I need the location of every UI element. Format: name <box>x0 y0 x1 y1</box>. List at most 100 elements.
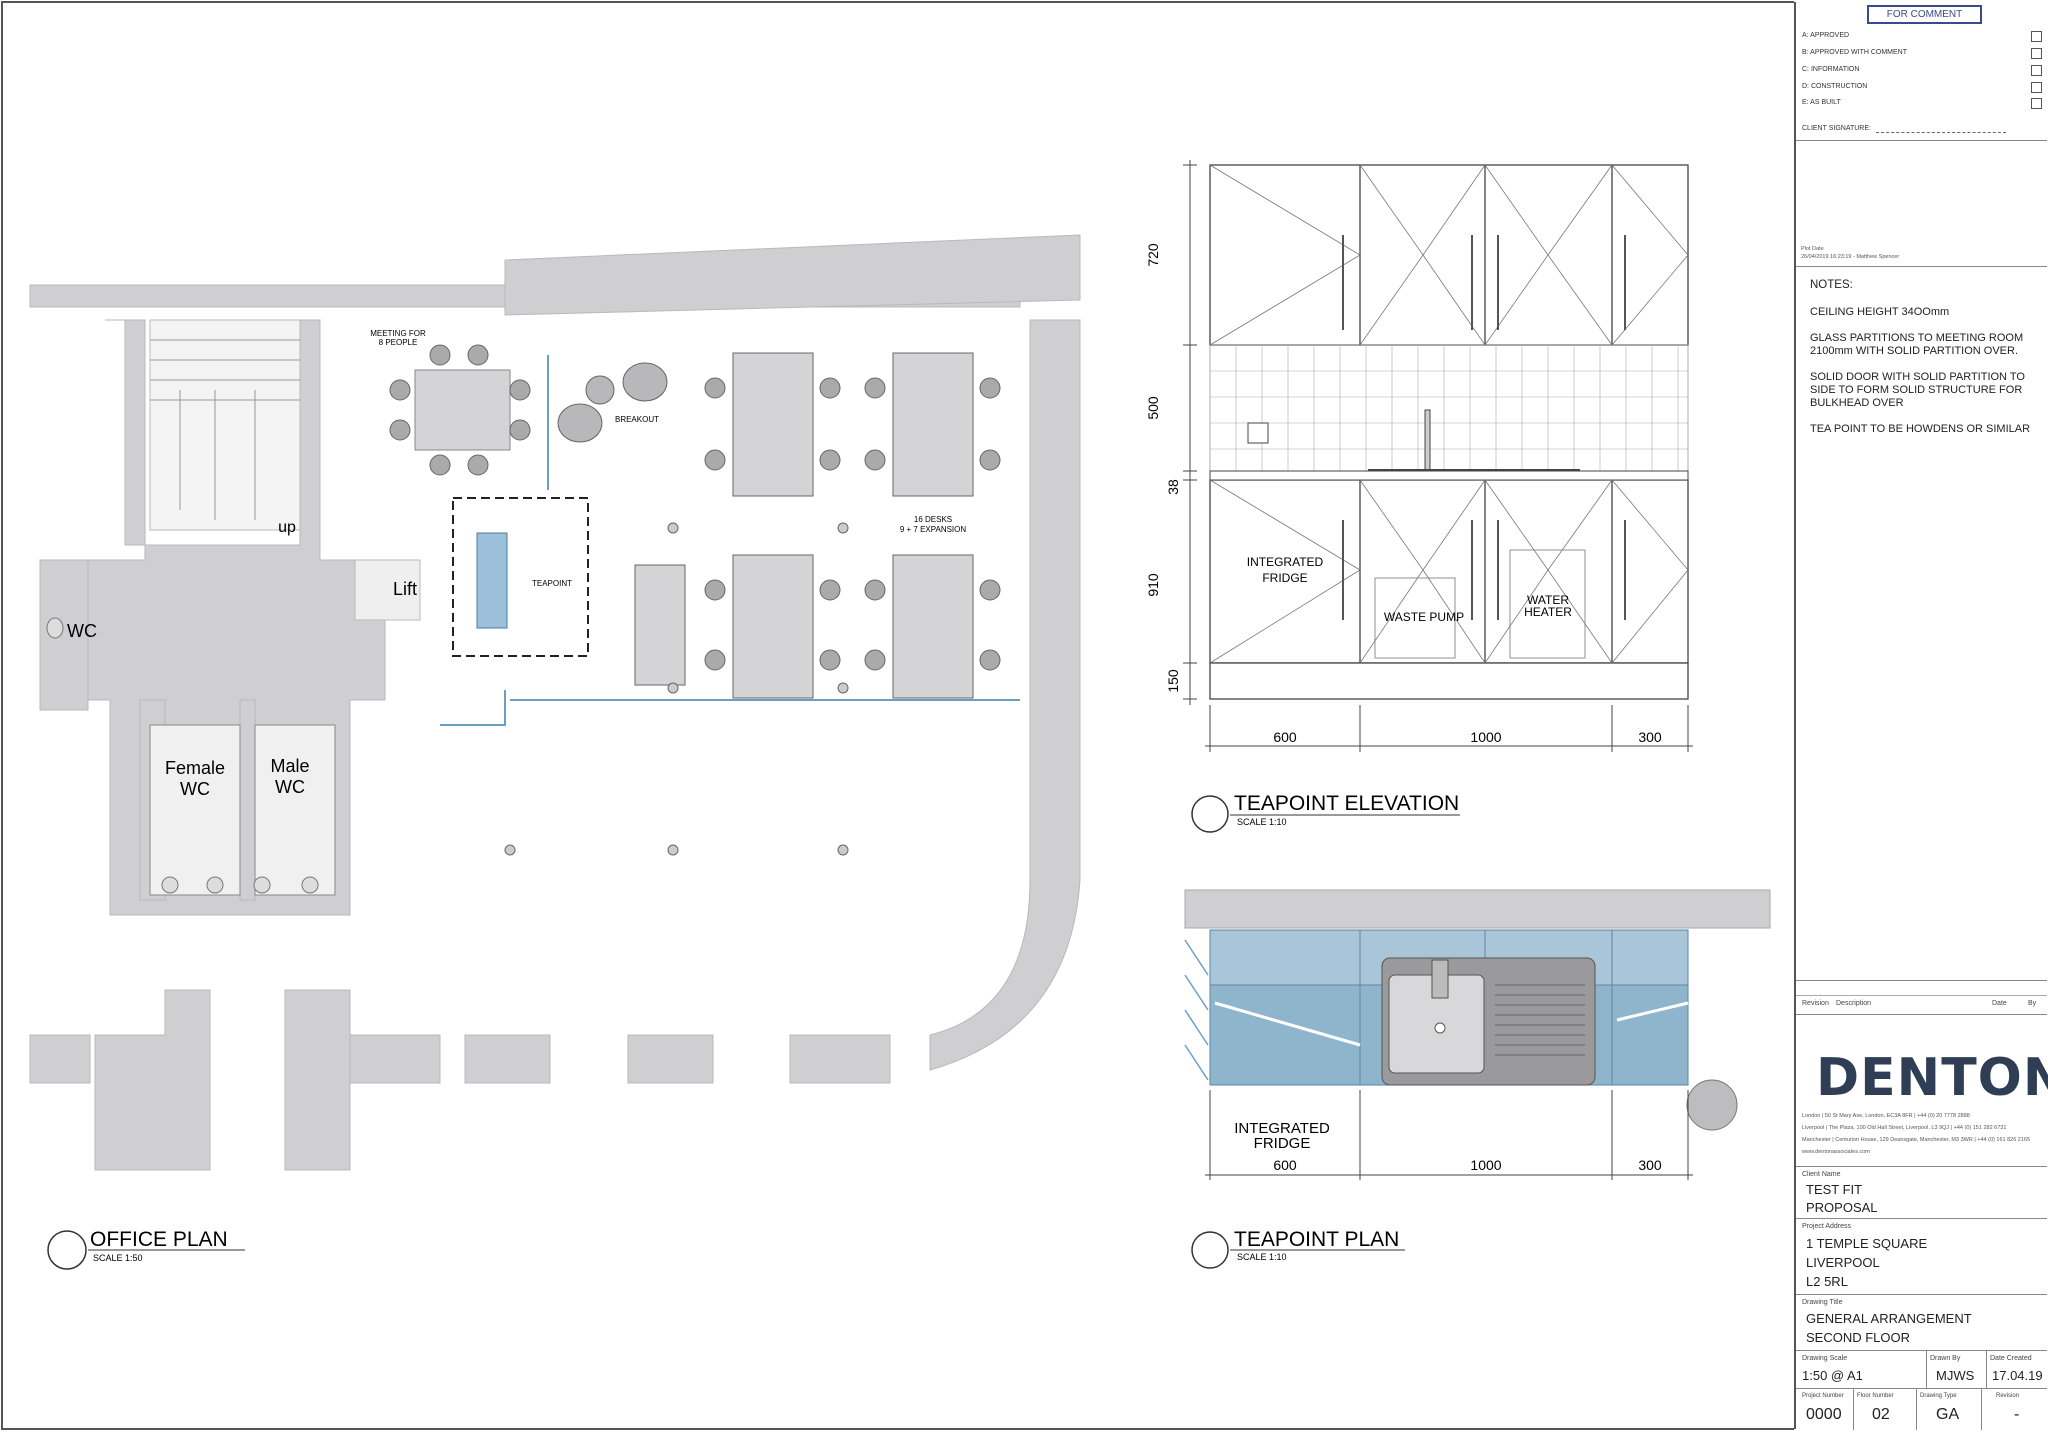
notes-title: NOTES: <box>1810 279 1853 291</box>
elev-dim-300: 300 <box>1638 729 1662 745</box>
notes-section: NOTES: CEILING HEIGHT 34OOmm GLASS PARTI… <box>1796 266 2047 980</box>
elev-dim-1000: 1000 <box>1470 729 1501 745</box>
drawing-sheet: MEETING FOR 8 PEOPLE BREAKOUT TEAPOINT <box>1 1 1794 1430</box>
drawing-title-line-1: GENERAL ARRANGEMENT <box>1806 1311 1972 1326</box>
company-logo: DENTON <box>1816 1048 2048 1108</box>
drawing-type: GA <box>1936 1406 1960 1423</box>
elev-fridge-label-2: FRIDGE <box>1262 571 1307 585</box>
office-manchester: Manchester | Centurion House, 129 Deansg… <box>1802 1137 2031 1143</box>
address-label: Project Address <box>1802 1223 1852 1230</box>
meta-row-1: Drawing Scale 1:50 @ A1 Drawn By MJWS Da… <box>1796 1350 2047 1389</box>
elev-dim-500: 500 <box>1145 396 1161 420</box>
elev-pump-label: WASTE PUMP <box>1384 610 1464 624</box>
status-checkbox-d[interactable] <box>2031 82 2042 93</box>
status-section: FOR COMMENT A: APPROVED B: APPROVED WITH… <box>1796 2 2047 140</box>
status-option-a: A: APPROVED <box>1802 32 1850 39</box>
note-3: SOLID DOOR WITH SOLID PARTITION TO SIDE … <box>1810 371 2025 409</box>
status-option-b: B: APPROVED WITH COMMENT <box>1802 49 1908 56</box>
note-1: CEILING HEIGHT 34OOmm <box>1810 306 1950 318</box>
drawing-scale-label: Drawing Scale <box>1802 1355 1848 1362</box>
status-header: FOR COMMENT <box>1867 5 1982 24</box>
tpplan-dim-1000: 1000 <box>1470 1157 1501 1173</box>
project-number: 0000 <box>1806 1406 1842 1423</box>
drawing-title-line-2: SECOND FLOOR <box>1806 1330 1911 1345</box>
status-checkbox-a[interactable] <box>2031 31 2042 42</box>
female-wc-label-2: WC <box>180 779 210 799</box>
teapoint-label: TEAPOINT <box>532 579 572 588</box>
plot-date-value: 26/04/2019 16:23:19 - Matthew Spencer <box>1801 254 1900 260</box>
date-created-label: Date Created <box>1990 1355 2032 1362</box>
meta-row-2: Project Number 0000 Floor Number 02 Draw… <box>1796 1388 2047 1430</box>
office-london: London | 50 St Mary Axe, London, EC3A 8F… <box>1802 1113 1970 1119</box>
elevation-scale: SCALE 1:10 <box>1237 817 1287 827</box>
note-4: TEA POINT TO BE HOWDENS OR SIMILAR <box>1810 423 2031 435</box>
elev-fridge-label: INTEGRATED <box>1247 555 1324 569</box>
female-wc-label: Female <box>165 758 225 778</box>
disclaimer-section: Plot Date 26/04/2019 16:23:19 - Matthew … <box>1796 140 2047 266</box>
up-label: up <box>278 519 296 536</box>
tpplan-dim-600: 600 <box>1273 1157 1297 1173</box>
description-col: Description <box>1836 1000 1872 1007</box>
desks-label: 16 DESKS <box>914 515 952 524</box>
status-option-d: D: CONSTRUCTION <box>1802 83 1868 90</box>
plot-date-label: Plot Date <box>1801 246 1824 252</box>
office-plan-scale: SCALE 1:50 <box>93 1253 143 1263</box>
meeting-label-2: 8 PEOPLE <box>379 338 418 347</box>
status-checkbox-e[interactable] <box>2031 98 2042 109</box>
project-number-label: Project Number <box>1802 1393 1844 1399</box>
tpplan-fridge-label-2: FRIDGE <box>1254 1135 1311 1152</box>
drawing-title-section: Drawing Title GENERAL ARRANGEMENT SECOND… <box>1796 1294 2047 1350</box>
client-section: Client Name TEST FIT PROPOSAL <box>1796 1166 2047 1218</box>
tpplan-fridge-label: INTEGRATED <box>1234 1120 1330 1137</box>
revision-section: Revision Description Date By <box>1796 980 2047 1014</box>
client-signature-line[interactable] <box>1876 132 2006 133</box>
elev-dim-38: 38 <box>1165 479 1181 495</box>
drawing-title-label: Drawing Title <box>1802 1299 1843 1306</box>
by-col: By <box>2028 1000 2037 1007</box>
elev-heater-label: WATER <box>1527 593 1569 607</box>
meeting-label: MEETING FOR <box>370 329 426 338</box>
client-line-2: PROPOSAL <box>1806 1200 1878 1215</box>
status-checkbox-c[interactable] <box>2031 65 2042 76</box>
elev-dim-910: 910 <box>1145 573 1161 597</box>
address-line-3: L2 5RL <box>1806 1274 1848 1289</box>
office-plan-title: OFFICE PLAN <box>90 1228 228 1251</box>
male-wc-label: Male <box>270 756 309 776</box>
revision-label: Revision <box>1996 1393 2020 1399</box>
elev-dim-600: 600 <box>1273 729 1297 745</box>
address-line-2: LIVERPOOL <box>1806 1255 1880 1270</box>
drawn-by: MJWS <box>1936 1368 1975 1383</box>
status-option-e: E: AS BUILT <box>1802 99 1841 106</box>
male-wc-label-2: WC <box>275 777 305 797</box>
tpplan-scale: SCALE 1:10 <box>1237 1252 1287 1262</box>
office-liverpool: Liverpool | The Plaza, 100 Old Hall Stre… <box>1802 1125 2007 1131</box>
tpplan-dim-300: 300 <box>1638 1157 1662 1173</box>
teapoint-plan: INTEGRATED FRIDGE 600 1000 300 TEAPOINT … <box>1184 889 1771 1269</box>
status-option-c: C: INFORMATION <box>1802 66 1860 73</box>
status-checkbox-b[interactable] <box>2031 48 2042 59</box>
address-section: Project Address 1 TEMPLE SQUARE LIVERPOO… <box>1796 1218 2047 1294</box>
address-line-1: 1 TEMPLE SQUARE <box>1806 1236 1928 1251</box>
lift-label: Lift <box>393 579 417 599</box>
date-col: Date <box>1992 1000 2007 1007</box>
elev-dim-720: 720 <box>1145 243 1161 267</box>
company-section: DENTON London | 50 St Mary Axe, London, … <box>1796 1014 2048 1166</box>
tpplan-title: TEAPOINT PLAN <box>1234 1228 1399 1251</box>
floor-number-label: Floor Number <box>1857 1393 1894 1399</box>
client-line-1: TEST FIT <box>1806 1182 1863 1197</box>
elevation-title: TEAPOINT ELEVATION <box>1234 792 1459 815</box>
client-signature-label: CLIENT SIGNATURE: <box>1802 125 1871 132</box>
note-2: GLASS PARTITIONS TO MEETING ROOM 2100mm … <box>1810 332 2024 357</box>
revision-col: Revision <box>1802 1000 1829 1007</box>
elev-dim-150: 150 <box>1165 669 1181 693</box>
date-created: 17.04.19 <box>1992 1368 2043 1383</box>
office-plan: MEETING FOR 8 PEOPLE BREAKOUT TEAPOINT <box>29 234 1081 1270</box>
company-website: www.dentonassociates.com <box>1802 1149 1870 1155</box>
drawn-by-label: Drawn By <box>1930 1355 1961 1362</box>
title-block: FOR COMMENT A: APPROVED B: APPROVED WITH… <box>1794 2 2048 1430</box>
revision-value: - <box>2014 1406 2020 1423</box>
client-label: Client Name <box>1802 1171 1841 1178</box>
teapoint-elevation: INTEGRATED FRIDGE WASTE PUMP WATER HEATE… <box>1145 160 1693 833</box>
floor-number: 02 <box>1872 1406 1890 1423</box>
elev-heater-label-2: HEATER <box>1524 605 1572 619</box>
